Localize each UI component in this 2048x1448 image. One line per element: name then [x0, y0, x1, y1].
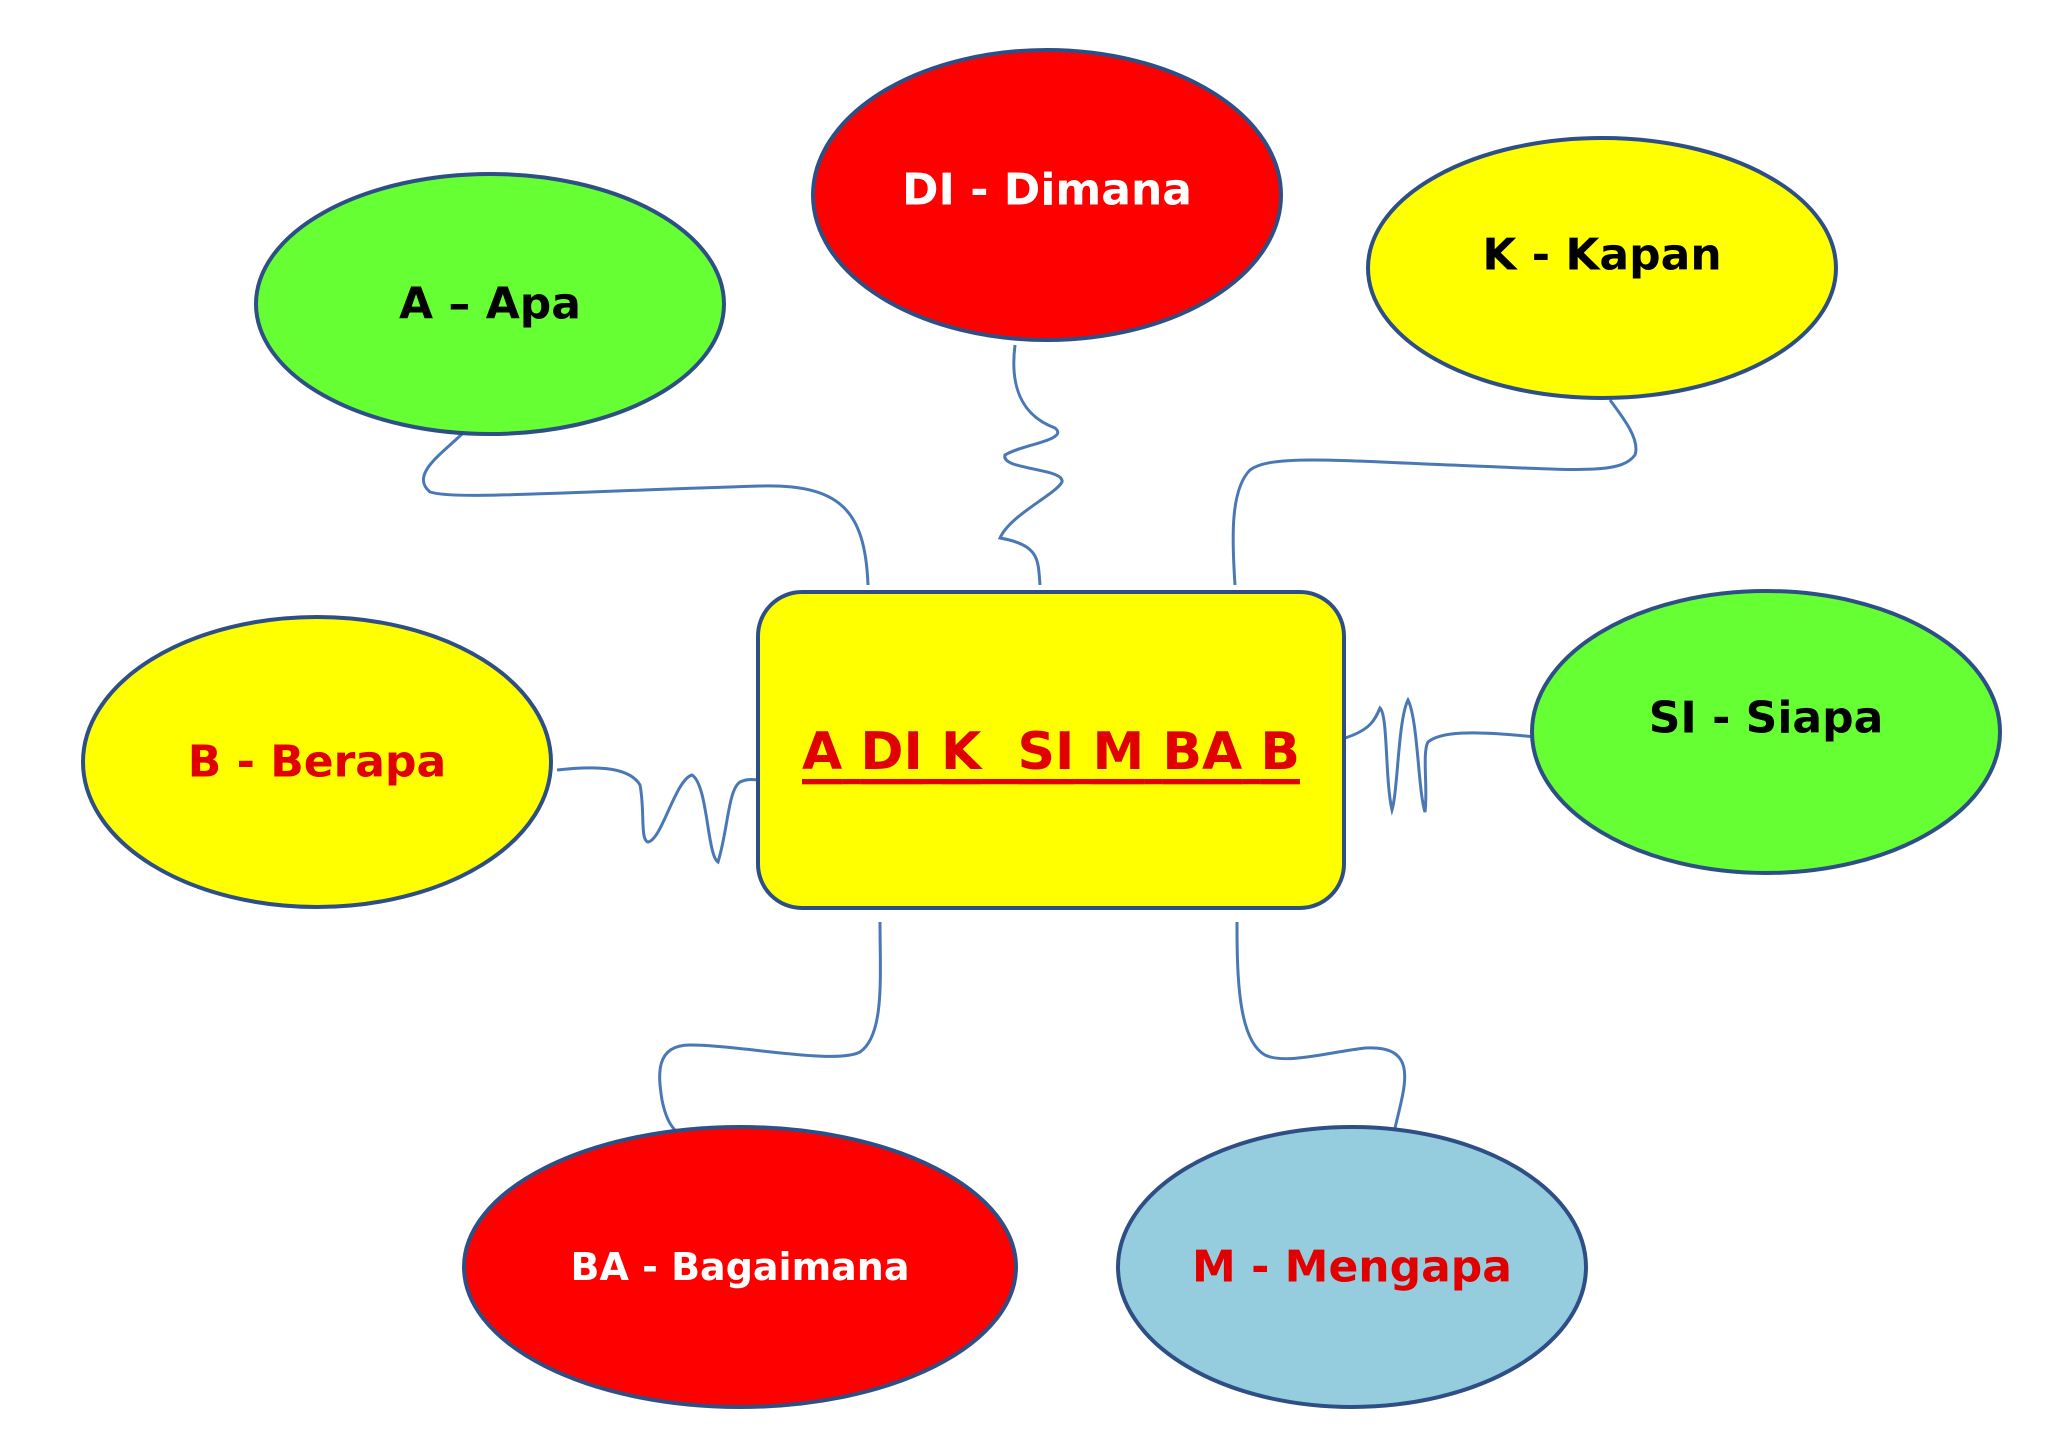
- acronym-word: BA: [1162, 722, 1242, 782]
- connector-bagaimana: [658, 921, 882, 1132]
- node-mengapa: [1116, 1125, 1588, 1409]
- label-berapa: B - Berapa: [188, 737, 446, 788]
- label-siapa: SI - Siapa: [1649, 693, 1884, 744]
- connector-berapa: [556, 766, 761, 865]
- acronym-gap: [1074, 722, 1092, 782]
- node-apa: [254, 172, 726, 436]
- connector-mengapa: [1235, 921, 1407, 1129]
- node-kapan: [1366, 136, 1838, 400]
- acronym-word: SI: [1018, 722, 1075, 782]
- acronym-word: DI: [860, 722, 923, 782]
- node-dimana: [811, 48, 1283, 342]
- label-kapan: K - Kapan: [1482, 230, 1721, 281]
- label-dimana: DI - Dimana: [902, 165, 1192, 216]
- node-bagaimana: [462, 1125, 1018, 1409]
- node-siapa: [1530, 589, 2002, 875]
- acronym-word: B: [1260, 722, 1300, 782]
- center-box: [756, 590, 1346, 910]
- label-mengapa: M - Mengapa: [1192, 1242, 1512, 1293]
- connector-kapan: [1231, 399, 1638, 586]
- acronym-gap: [981, 722, 1017, 782]
- acronym-gap: [923, 722, 941, 782]
- acronym-word: M: [1092, 722, 1144, 782]
- acronym-gap: [1144, 722, 1162, 782]
- label-bagaimana: BA - Bagaimana: [570, 1245, 909, 1289]
- connectors: [422, 344, 1638, 1132]
- connector-apa: [422, 432, 870, 586]
- center-acronym: A DI K SI M BA B: [802, 722, 1300, 782]
- connector-siapa: [1344, 696, 1536, 816]
- label-apa: A – Apa: [399, 279, 581, 330]
- connector-dimana: [997, 344, 1064, 586]
- acronym-word: K: [941, 722, 983, 782]
- node-berapa: [81, 615, 553, 909]
- acronym-word: A: [802, 722, 842, 782]
- acronym-gap: [1242, 722, 1260, 782]
- acronym-gap: [842, 722, 860, 782]
